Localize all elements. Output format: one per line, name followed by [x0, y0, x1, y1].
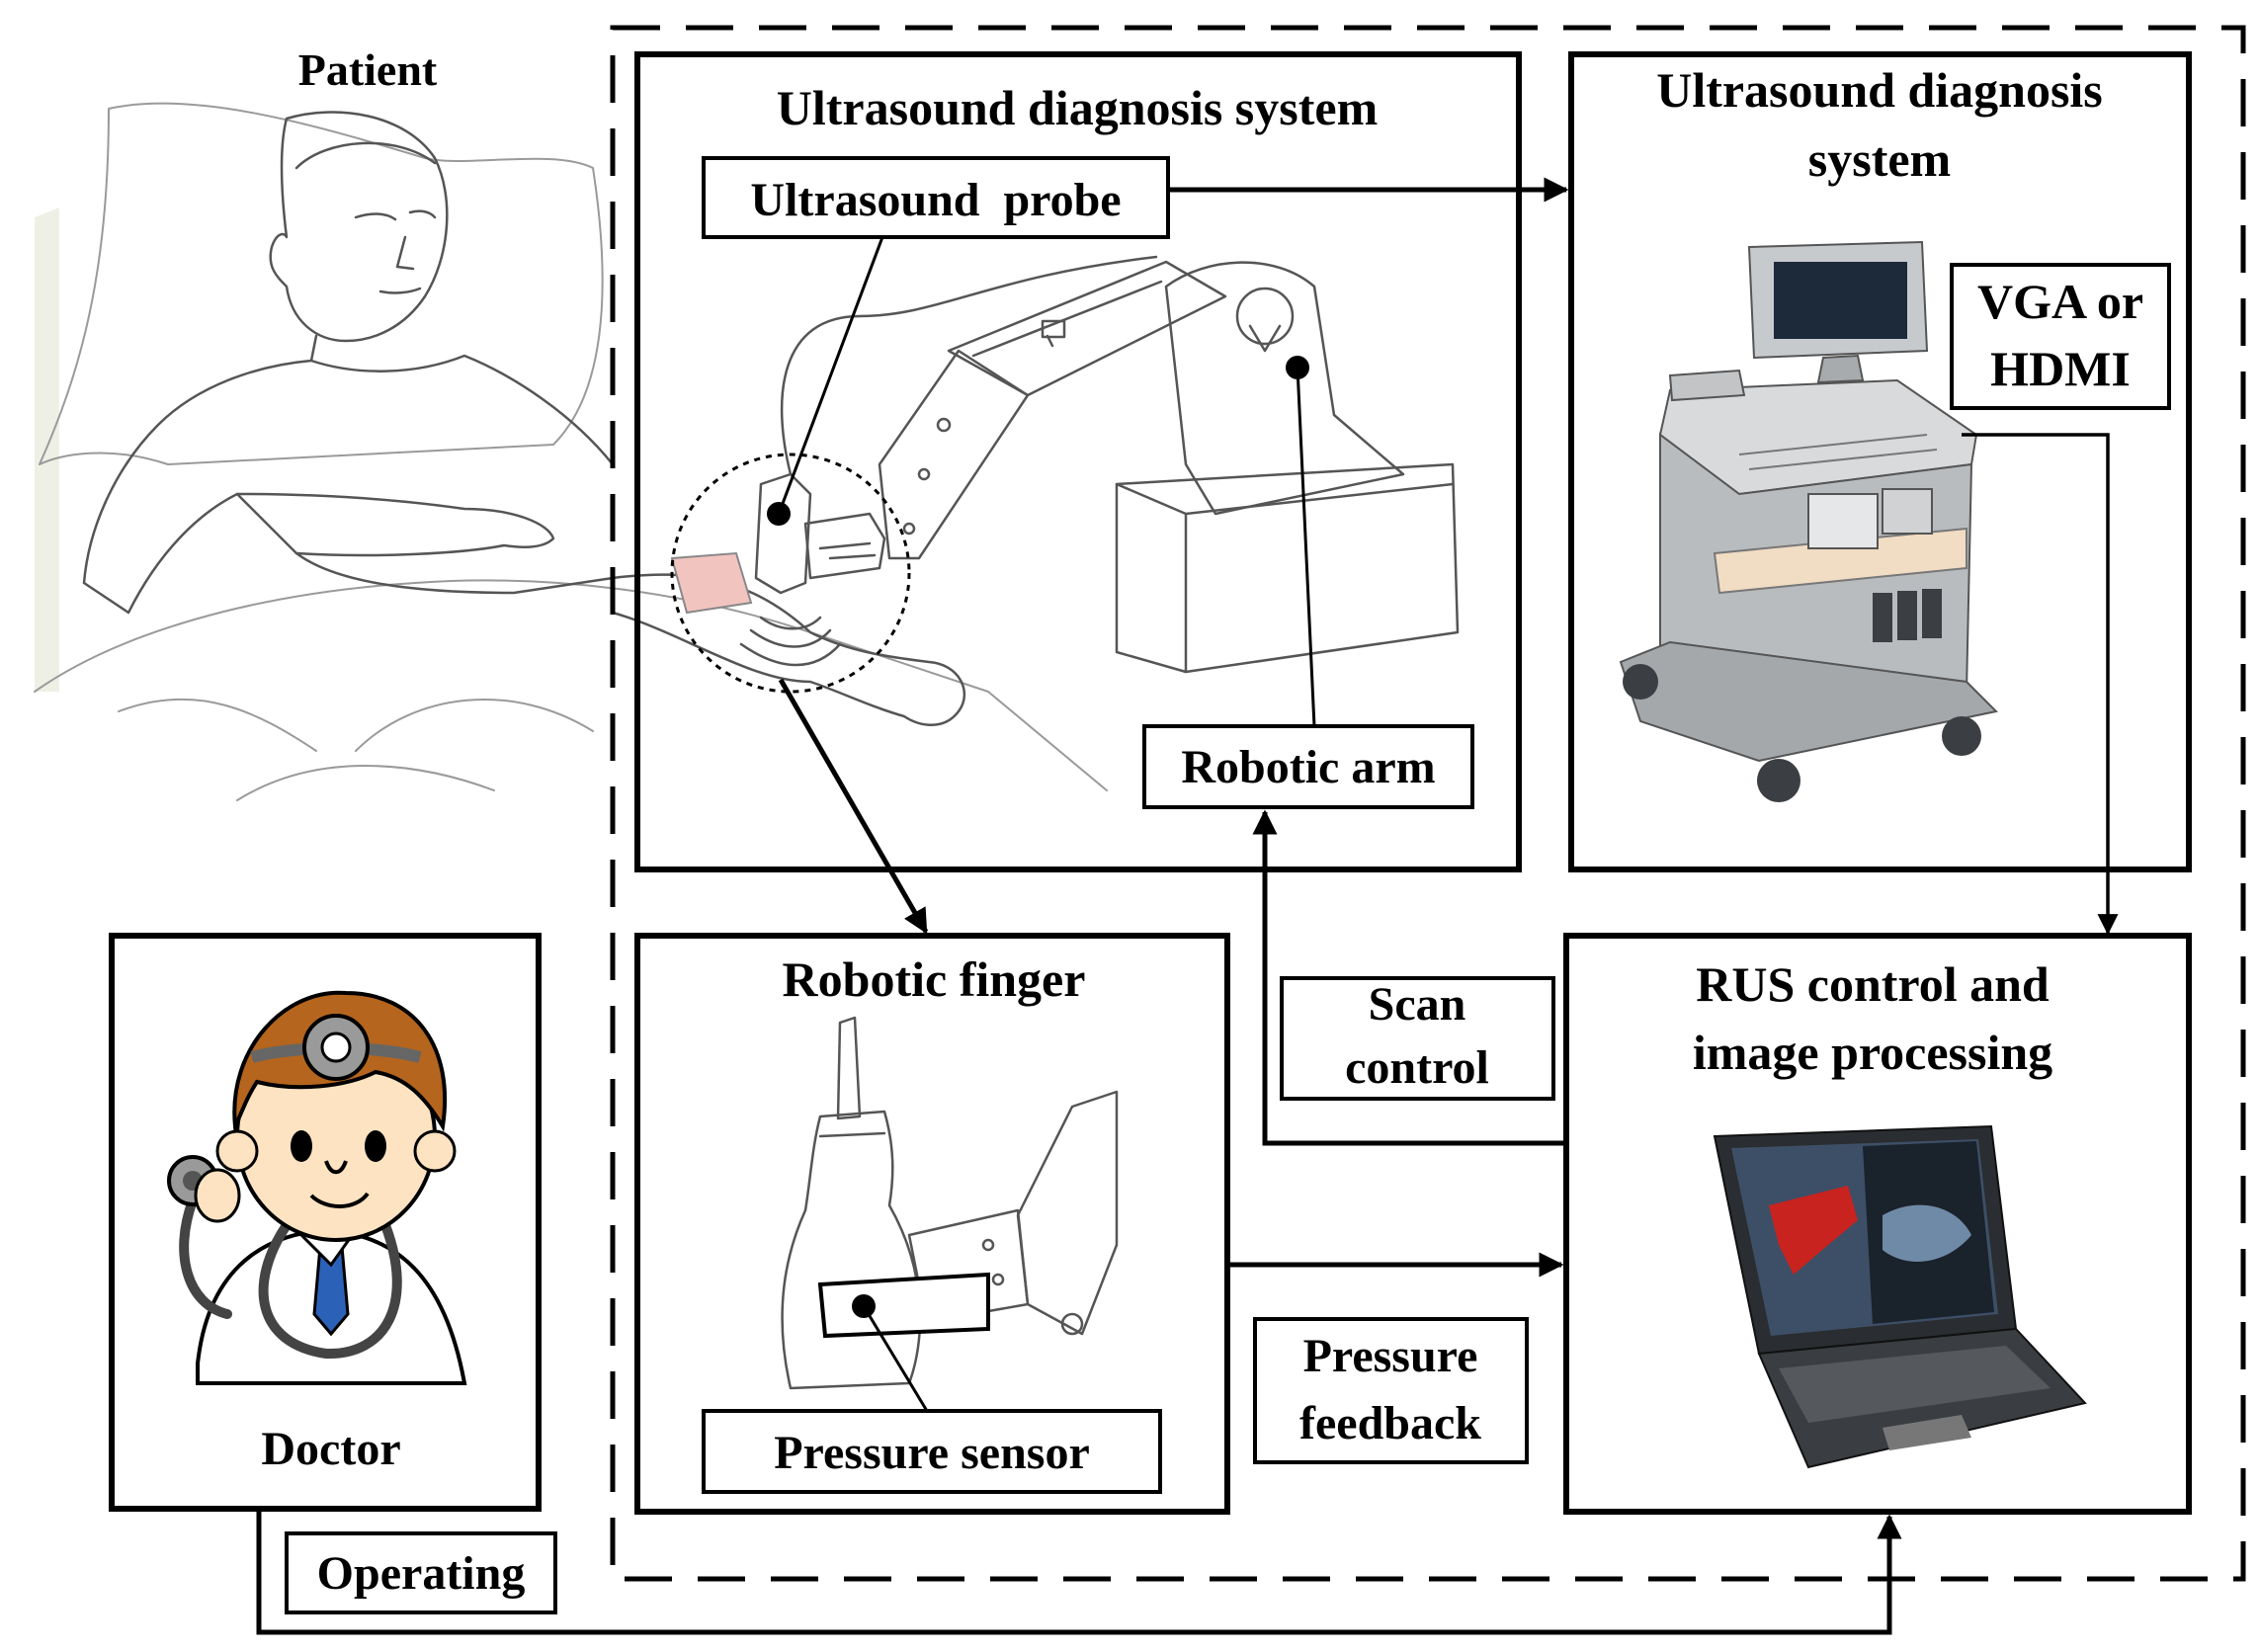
pressure-feedback-label-box: [1253, 1317, 1529, 1464]
operating-label: Operating: [317, 1547, 526, 1600]
rus-control-box: [1563, 933, 2192, 1515]
us-machine-title-2: system: [1808, 131, 1951, 187]
pressure-feedback-label-1: Pressure: [1303, 1330, 1478, 1382]
patient-head: [269, 111, 449, 343]
scan-control-label-2: control: [1345, 1041, 1489, 1094]
vga-label-1: VGA or: [1977, 274, 2143, 329]
arm-joint-icon: [1235, 287, 1295, 346]
scan-control-label-box: [1280, 976, 1555, 1101]
robotic-arm-illustration: [670, 255, 1460, 694]
pressure-sensor-label: Pressure sensor: [774, 1427, 1090, 1479]
patient-forearm: [611, 573, 966, 726]
probe-focus-circle: [670, 453, 911, 694]
robotic-finger-illustration: [781, 1016, 1119, 1390]
laptop-illustration: [1713, 1124, 2087, 1469]
rus-title-2: image processing: [1693, 1025, 2052, 1080]
doctor-box: [109, 933, 542, 1512]
robotic-arm-label-box: [1142, 724, 1474, 809]
patient-arm: [235, 492, 555, 557]
ultrasound-machine-illustration: [1619, 240, 1999, 802]
pressure-sensor-label-box: [702, 1409, 1162, 1494]
operating-label-box: [285, 1531, 557, 1614]
robotic-finger-box: [634, 933, 1230, 1515]
scan-control-arrow: [1252, 809, 1566, 1146]
pressure-feedback-label-2: feedback: [1299, 1397, 1481, 1449]
us-machine-title-1: Ultrasound diagnosis: [1656, 62, 2103, 118]
patient-illustration: [34, 102, 1108, 801]
robot-system-title: Ultrasound diagnosis system: [777, 80, 1378, 135]
probe-label: Ultrasound probe: [750, 174, 1121, 226]
rus-title-1: RUS control and: [1696, 956, 2050, 1012]
machine-screen: [1774, 262, 1907, 339]
robotic-arm-label: Robotic arm: [1181, 741, 1435, 793]
probe-leader-dot: [767, 502, 791, 526]
arm-skin-patch: [670, 551, 753, 615]
doctor-illustration: [167, 990, 467, 1385]
scan-control-label-1: Scan: [1369, 978, 1466, 1031]
system-boundary: [610, 25, 2246, 1582]
vga-to-rus-arrow: [1962, 433, 2119, 936]
ultrasound-machine-box: [1568, 51, 2192, 872]
robot-system-box: [634, 51, 1522, 872]
blanket: [34, 579, 1108, 801]
doctor-label: Doctor: [261, 1423, 400, 1475]
pillow: [39, 102, 604, 465]
robotic-finger-title: Robotic finger: [783, 951, 1086, 1007]
patient-torso: [82, 334, 615, 615]
vga-label-box: [1950, 263, 2171, 410]
arm-leader-dot: [1286, 356, 1309, 379]
patient-label: Patient: [298, 44, 438, 95]
operating-arrow: [256, 1509, 1902, 1635]
vga-label-2: HDMI: [1990, 341, 2131, 396]
probe-to-finger-arrow: [778, 678, 929, 935]
probe-label-box: [702, 156, 1170, 239]
